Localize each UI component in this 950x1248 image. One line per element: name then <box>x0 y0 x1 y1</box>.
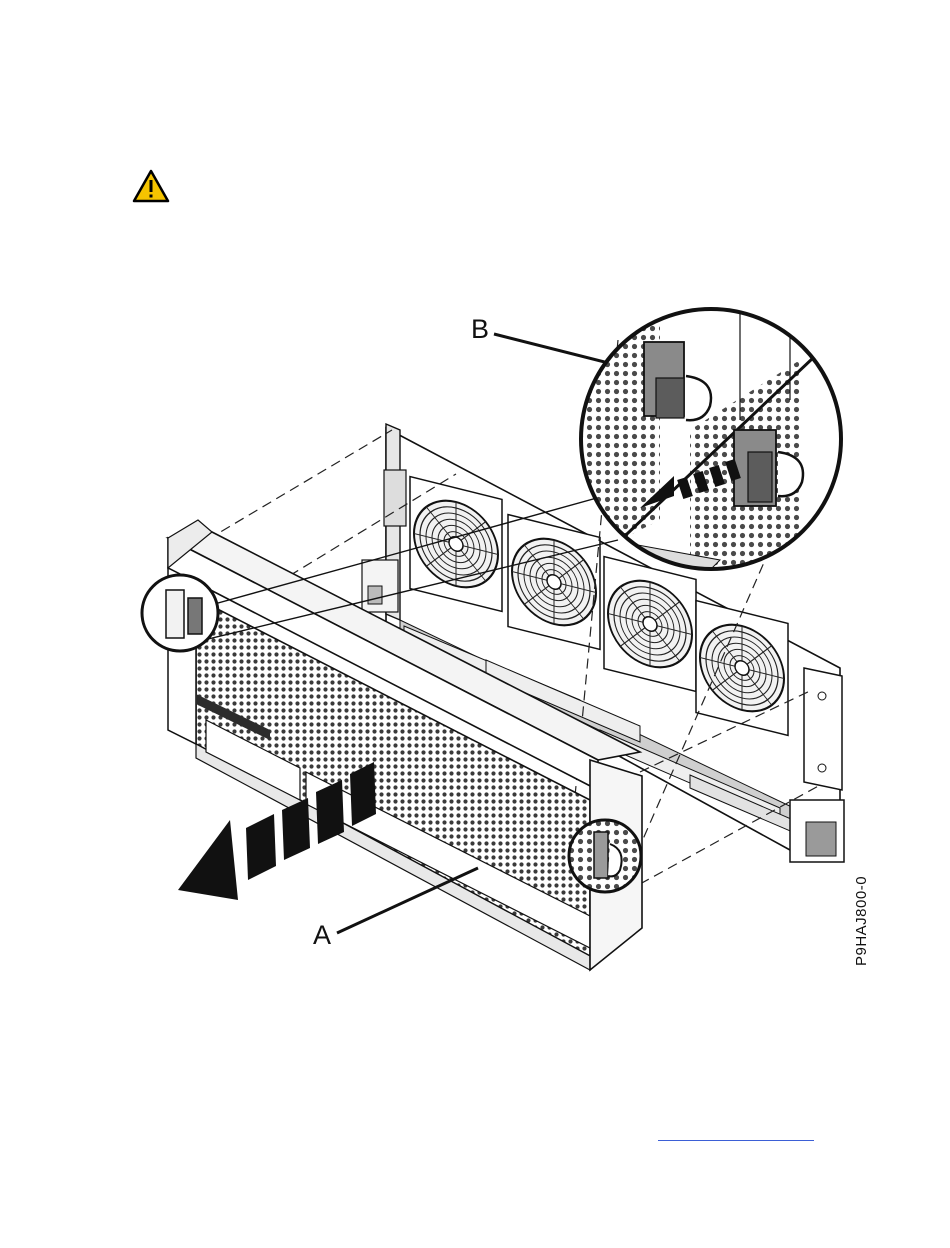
fan-icon <box>410 477 502 612</box>
fan-icon <box>508 515 600 650</box>
zoom-detail-circle <box>570 300 860 580</box>
fan-icon <box>696 601 788 736</box>
callout-b-label: B <box>471 316 489 343</box>
figure-id: P9HAJ800-0 <box>853 876 870 966</box>
footer-link[interactable] <box>658 1124 814 1141</box>
callout-a-label: A <box>313 922 331 949</box>
latch-detail-circle <box>569 820 641 892</box>
fan-icon <box>604 557 696 692</box>
latch-detail-circle <box>142 575 218 651</box>
